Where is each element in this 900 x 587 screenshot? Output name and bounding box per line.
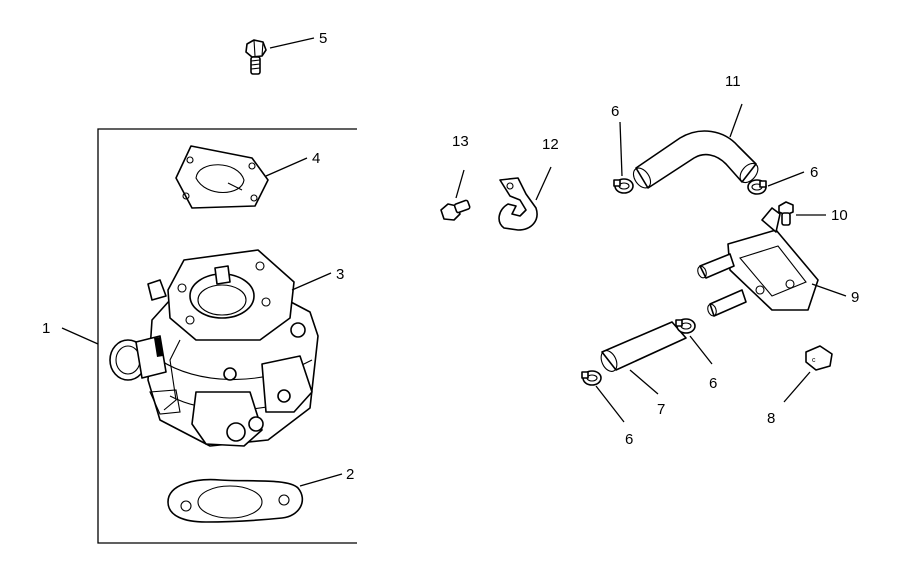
callout-6-lower-left: 6 (625, 431, 633, 448)
callout-6-lower-right: 6 (709, 375, 717, 392)
callout-13: 13 (452, 133, 469, 150)
callout-2: 2 (346, 466, 354, 483)
part-2-gasket (167, 478, 304, 523)
callout-7: 7 (657, 401, 665, 418)
part-6-hose-clamp-upper-right (747, 179, 767, 195)
part-11-hose (632, 130, 759, 189)
svg-text:c: c (812, 357, 816, 364)
part-5-screw (245, 39, 267, 75)
callout-11: 11 (725, 73, 741, 90)
part-4-gasket (175, 145, 269, 209)
callout-1: 1 (42, 320, 50, 337)
callout-6-upper-left: 6 (611, 103, 619, 120)
part-6-hose-clamp-lower-left (581, 370, 602, 386)
part-7-hose (600, 321, 687, 372)
part-9-fuel-pump (697, 207, 819, 317)
part-12-clamp (498, 177, 538, 231)
assembly-bracket (97, 128, 357, 544)
part-3-carburetor (109, 249, 319, 447)
part-10-screw (778, 201, 794, 226)
callout-10: 10 (831, 207, 848, 224)
callout-4: 4 (312, 150, 320, 167)
callout-3: 3 (336, 266, 344, 283)
part-6-hose-clamp-upper-left (613, 178, 634, 194)
callout-6-upper-right: 6 (810, 164, 818, 181)
part-8-nut: c (805, 345, 833, 371)
part-6-hose-clamp-lower-right (675, 318, 696, 334)
callout-5: 5 (319, 30, 327, 47)
callout-9: 9 (851, 289, 859, 306)
part-13-bolt (440, 199, 471, 221)
callout-8: 8 (767, 410, 775, 427)
callout-12: 12 (542, 136, 559, 153)
